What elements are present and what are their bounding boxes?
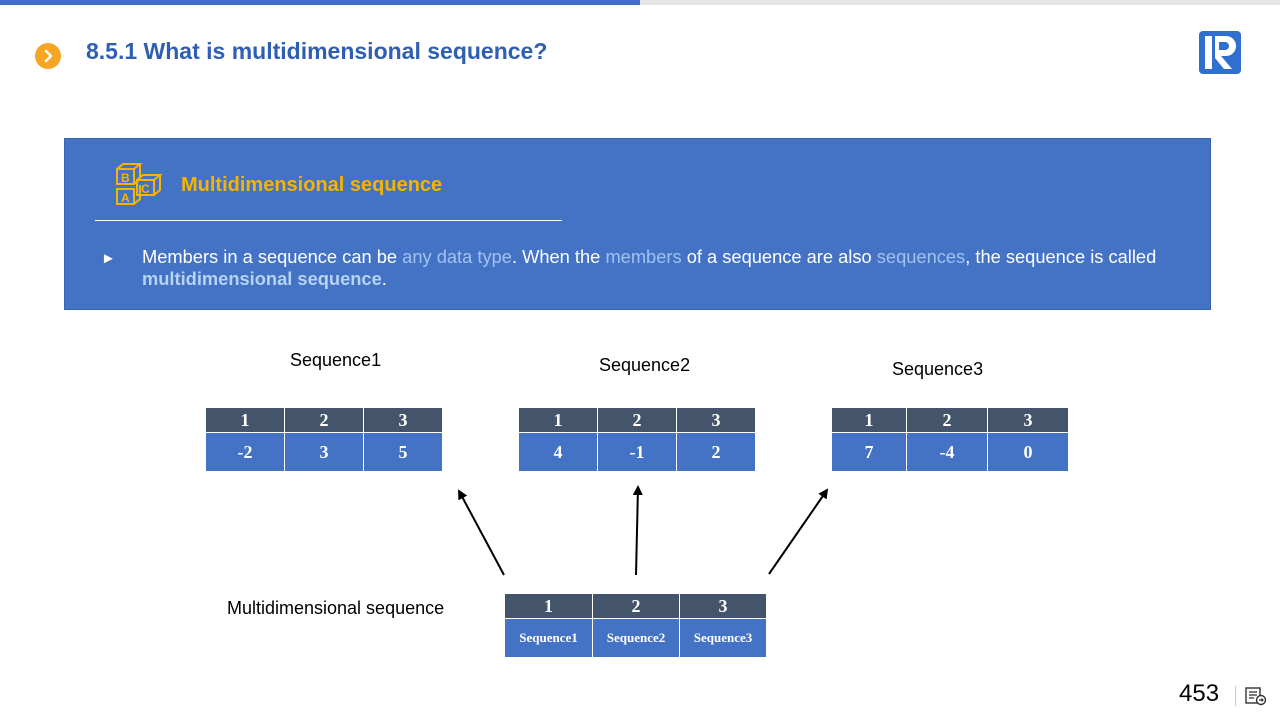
text-part: of a sequence are also <box>681 246 877 267</box>
value-cell: 3 <box>284 432 364 472</box>
multidimensional-sequence-label: Multidimensional sequence <box>227 598 445 618</box>
page-number: 453 <box>1179 680 1220 707</box>
slide-progress-fill <box>0 0 640 5</box>
text-part: . When the <box>511 246 606 267</box>
value-cell: -1 <box>597 432 677 472</box>
value-cell: -4 <box>906 432 988 472</box>
multidimensional-sequence-table: 1 2 3 Sequence1 Sequence2 Sequence3 <box>504 593 767 658</box>
highlight-any-data-type: any data type <box>402 246 512 267</box>
chevron-right-icon <box>35 43 61 69</box>
sequence2-label: Sequence2 <box>599 355 691 375</box>
index-cell: 3 <box>679 593 767 619</box>
arrow-to-sequence2 <box>632 485 643 576</box>
text-part: Members in a sequence can be <box>142 246 403 267</box>
index-cell: 2 <box>592 593 680 619</box>
arrow-to-sequence3 <box>768 488 829 575</box>
sequence1-table: 1 2 3 -2 3 5 <box>205 407 443 472</box>
page-title: 8.5.1 What is multidimensional sequence? <box>86 38 548 64</box>
value-cell: 5 <box>363 432 443 472</box>
svg-text:B: B <box>121 171 130 185</box>
svg-text:A: A <box>121 191 130 205</box>
value-cell: Sequence2 <box>592 618 680 658</box>
index-cell: 1 <box>205 407 285 433</box>
sequence3-label: Sequence3 <box>892 359 984 379</box>
arrow-to-sequence1 <box>458 489 505 576</box>
definition-text: Members in a sequence can be any data ty… <box>142 246 1162 290</box>
definition-heading: Multidimensional sequence <box>181 174 443 196</box>
definition-panel: B A C Multidimensional sequence ► Member… <box>64 138 1211 310</box>
abc-blocks-icon: B A C <box>114 163 164 209</box>
value-cell: -2 <box>205 432 285 472</box>
sequence3-table: 1 2 3 7 -4 0 <box>831 407 1069 472</box>
index-cell: 2 <box>284 407 364 433</box>
text-part: . <box>381 268 387 289</box>
slide-progress-track <box>0 0 1280 5</box>
text-part: , the sequence is called <box>965 246 1157 267</box>
value-cell: Sequence1 <box>504 618 593 658</box>
sequence1-label: Sequence1 <box>290 350 382 370</box>
footer-divider <box>1235 686 1236 706</box>
heading-divider <box>95 220 562 221</box>
value-cell: Sequence3 <box>679 618 767 658</box>
index-cell: 3 <box>363 407 443 433</box>
r-logo-icon <box>1199 31 1241 74</box>
svg-text:C: C <box>141 182 150 196</box>
highlight-multidimensional-sequence: multidimensional sequence <box>142 268 382 289</box>
sequence2-table: 1 2 3 4 -1 2 <box>518 407 756 472</box>
index-cell: 3 <box>676 407 756 433</box>
index-cell: 2 <box>906 407 988 433</box>
value-cell: 0 <box>987 432 1069 472</box>
highlight-sequences: sequences <box>876 246 966 267</box>
bullet-triangle-icon: ► <box>101 250 116 267</box>
value-cell: 7 <box>831 432 907 472</box>
notes-icon[interactable] <box>1245 686 1267 706</box>
value-cell: 2 <box>676 432 756 472</box>
index-cell: 1 <box>504 593 593 619</box>
highlight-members: members <box>605 246 682 267</box>
